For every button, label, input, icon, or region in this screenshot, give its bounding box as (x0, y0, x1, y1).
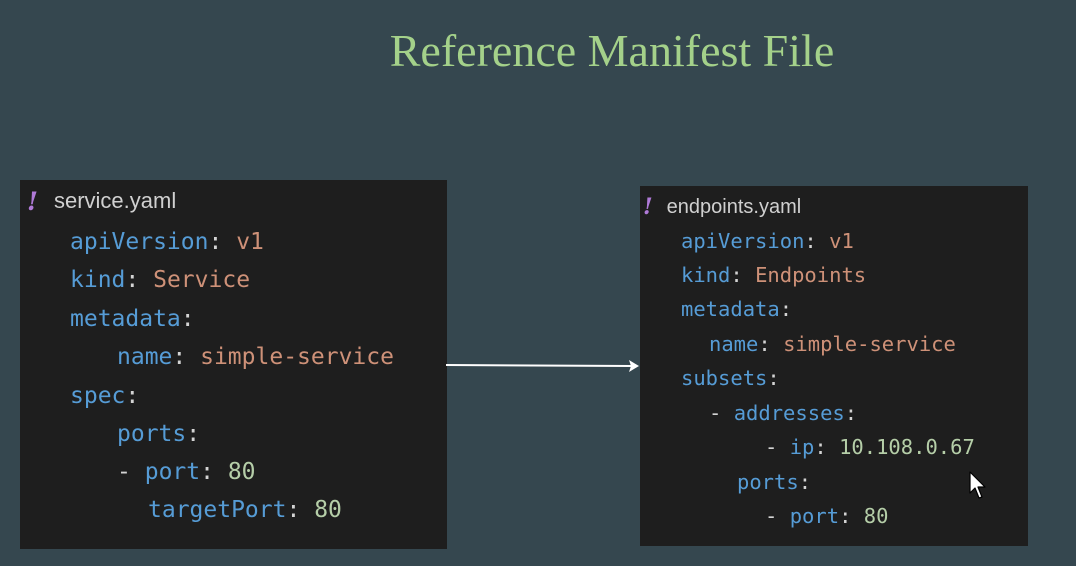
code-line: apiVersion: v1 (681, 229, 854, 253)
yaml-key: subsets (681, 366, 768, 390)
yaml-value: 10.108.0.67 (839, 435, 975, 459)
yaml-value: 80 (314, 497, 342, 523)
yaml-key: ports (737, 470, 799, 494)
yaml-key: kind (681, 263, 731, 287)
code-line: - ip: 10.108.0.67 (765, 435, 975, 459)
yaml-value: v1 (829, 229, 854, 253)
yaml-value: Endpoints (755, 263, 867, 287)
yaml-colon: : (172, 344, 187, 370)
yaml-colon: : (839, 504, 852, 528)
code-line: - addresses: (709, 401, 857, 425)
yaml-colon: : (125, 267, 140, 293)
code-line: name: simple-service (117, 344, 394, 370)
code-line: - port: 80 (117, 459, 256, 485)
code-line: ports: (737, 470, 811, 494)
yaml-colon: : (208, 229, 223, 255)
yaml-dash: - (765, 435, 778, 459)
yaml-key: ports (117, 421, 187, 447)
yaml-key: addresses (733, 401, 845, 425)
yaml-key: kind (70, 267, 126, 293)
yaml-key: port (144, 459, 201, 485)
yaml-colon: : (814, 435, 827, 459)
yaml-key: name (709, 332, 759, 356)
endpoints-yaml-filename: endpoints.yaml (666, 195, 802, 218)
code-line: ports: (117, 421, 200, 447)
yaml-value: v1 (236, 229, 264, 255)
code-line: apiVersion: v1 (70, 229, 264, 255)
yaml-exclamation-icon: ! (27, 186, 38, 216)
yaml-key: name (117, 344, 173, 370)
yaml-value: simple-service (200, 344, 394, 370)
endpoints-yaml-tab[interactable]: ! endpoints.yaml (640, 186, 801, 228)
yaml-colon: : (779, 297, 793, 321)
yaml-colon: : (180, 306, 195, 332)
yaml-colon: : (758, 332, 771, 356)
code-line: targetPort: 80 (148, 497, 342, 523)
yaml-exclamation-icon: ! (643, 194, 653, 220)
yaml-colon: : (798, 470, 812, 494)
yaml-key: apiVersion (681, 229, 805, 253)
service-yaml-code: apiVersion: v1 kind: Service metadata: n… (20, 180, 447, 523)
yaml-key: spec (70, 383, 126, 409)
endpoints-yaml-code: apiVersion: v1 kind: Endpoints metadata:… (640, 186, 1028, 566)
yaml-key: metadata (70, 306, 181, 332)
code-line: name: simple-service (709, 332, 956, 356)
yaml-dash: - (765, 504, 778, 528)
endpoints-yaml-panel: ! endpoints.yaml apiVersion: v1 kind: En… (640, 186, 1028, 546)
code-line: metadata: (70, 306, 195, 332)
yaml-dash: - (709, 401, 722, 425)
code-line: kind: Endpoints (681, 263, 866, 287)
yaml-value: 80 (863, 504, 889, 528)
service-yaml-filename: service.yaml (53, 188, 177, 213)
yaml-value: Service (153, 267, 251, 293)
yaml-dash: - (117, 459, 131, 485)
yaml-colon: : (200, 459, 214, 485)
yaml-colon: : (186, 421, 201, 447)
yaml-key: apiVersion (70, 229, 209, 255)
arrow-right-icon (445, 360, 639, 372)
code-line: spec: (70, 383, 139, 409)
yaml-colon: : (125, 383, 140, 409)
yaml-value: simple-service (783, 332, 956, 356)
code-line: subsets: (681, 366, 780, 390)
service-yaml-panel: ! service.yaml apiVersion: v1 kind: Serv… (20, 180, 447, 549)
yaml-colon: : (767, 366, 780, 390)
slide-title: Reference Manifest File (389, 25, 835, 76)
code-line: - port: 80 (765, 504, 888, 528)
yaml-colon: : (844, 401, 858, 425)
service-yaml-tab[interactable]: ! service.yaml (20, 180, 176, 222)
yaml-key: ip (789, 435, 815, 459)
code-line: kind: Service (70, 267, 250, 293)
yaml-colon: : (730, 263, 743, 287)
yaml-value: 80 (227, 459, 256, 485)
yaml-colon: : (804, 229, 817, 253)
yaml-colon: : (286, 497, 301, 523)
mouse-cursor-icon (969, 471, 986, 499)
yaml-key: metadata (681, 297, 780, 321)
yaml-key: port (789, 504, 840, 528)
code-line: metadata: (681, 297, 792, 321)
yaml-key: targetPort (148, 497, 287, 523)
